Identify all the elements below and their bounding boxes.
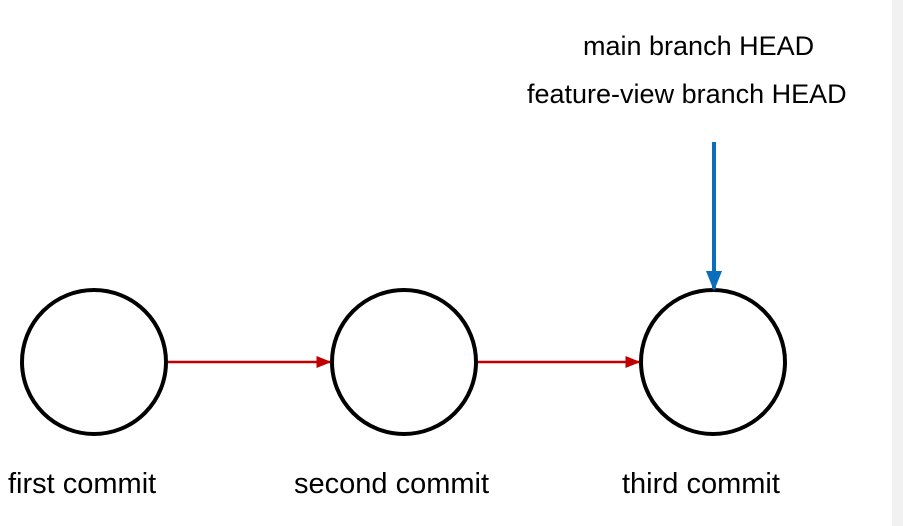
commit-label-third: third commit — [622, 468, 780, 500]
page-edge-strip — [892, 0, 903, 526]
commit-node-first — [20, 288, 168, 436]
commit-node-second — [330, 288, 478, 436]
commit-label-second: second commit — [294, 468, 490, 500]
commit-label-first: first commit — [8, 468, 157, 500]
commit-node-third — [639, 288, 787, 436]
feature-view-branch-head-label: feature-view branch HEAD — [527, 79, 847, 109]
main-branch-head-label: main branch HEAD — [583, 31, 815, 61]
